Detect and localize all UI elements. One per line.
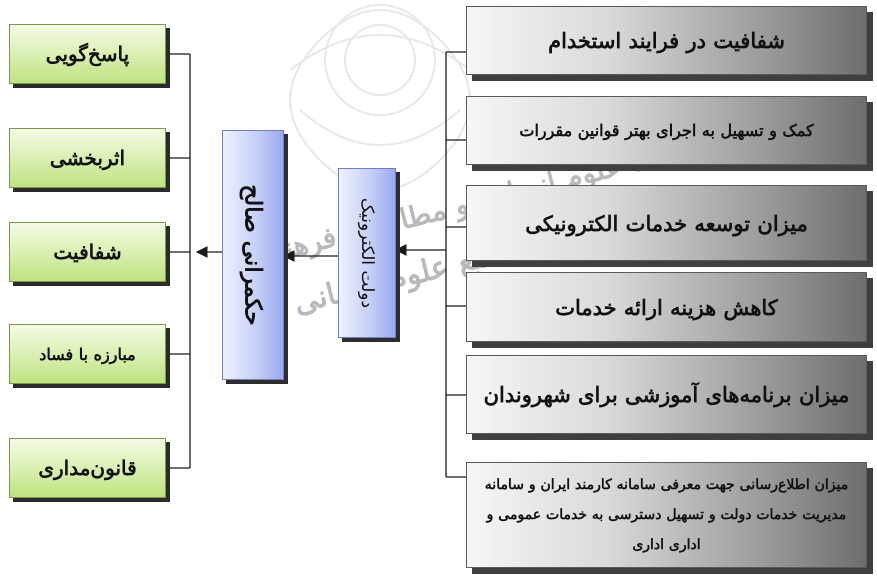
outcome-label: پاسخ‌گویی bbox=[45, 42, 130, 66]
indicator-box-5: میزان برنامه‌های آموزشی برای شهروندان bbox=[466, 355, 867, 434]
outcome-box-effectiveness: اثربخشی bbox=[9, 128, 166, 188]
indicator-label: کمک و تسهیل به اجرای بهتر قوانین مقررات bbox=[519, 121, 814, 140]
outcome-box-rule-of-law: قانون‌مداری bbox=[9, 438, 166, 498]
outcome-box-transparency: شفافیت bbox=[9, 222, 166, 282]
good-governance-box: حکمرانی صالح bbox=[222, 130, 284, 380]
indicator-label: میزان برنامه‌های آموزشی برای شهروندان bbox=[483, 382, 850, 407]
indicator-box-1: شفافیت در فرایند استخدام bbox=[466, 6, 867, 75]
e-government-label: دولت الکترونیک bbox=[357, 197, 377, 309]
outcome-label: مبارزه با فساد bbox=[39, 344, 136, 364]
indicator-label: میزان اطلاع‌رسانی جهت معرفی سامانه کارمن… bbox=[484, 477, 849, 553]
indicator-box-3: میزان توسعه خدمات الکترونیکی bbox=[466, 185, 867, 261]
outcome-label: اثربخشی bbox=[49, 146, 126, 170]
indicator-box-2: کمک و تسهیل به اجرای بهتر قوانین مقررات bbox=[466, 96, 867, 165]
indicator-label: میزان توسعه خدمات الکترونیکی bbox=[525, 210, 808, 236]
outcome-label: قانون‌مداری bbox=[38, 456, 137, 480]
indicator-label: کاهش هزینه ارائه خدمات bbox=[555, 294, 778, 320]
outcome-box-responsiveness: پاسخ‌گویی bbox=[9, 24, 166, 84]
outcome-box-anti-corruption: مبارزه با فساد bbox=[9, 324, 166, 384]
good-governance-label: حکمرانی صالح bbox=[239, 184, 267, 326]
e-government-box: دولت الکترونیک bbox=[338, 168, 396, 338]
indicator-label: شفافیت در فرایند استخدام bbox=[548, 28, 785, 53]
indicator-box-6: میزان اطلاع‌رسانی جهت معرفی سامانه کارمن… bbox=[466, 462, 867, 568]
indicator-box-4: کاهش هزینه ارائه خدمات bbox=[466, 272, 867, 342]
outcome-label: شفافیت bbox=[53, 240, 122, 264]
